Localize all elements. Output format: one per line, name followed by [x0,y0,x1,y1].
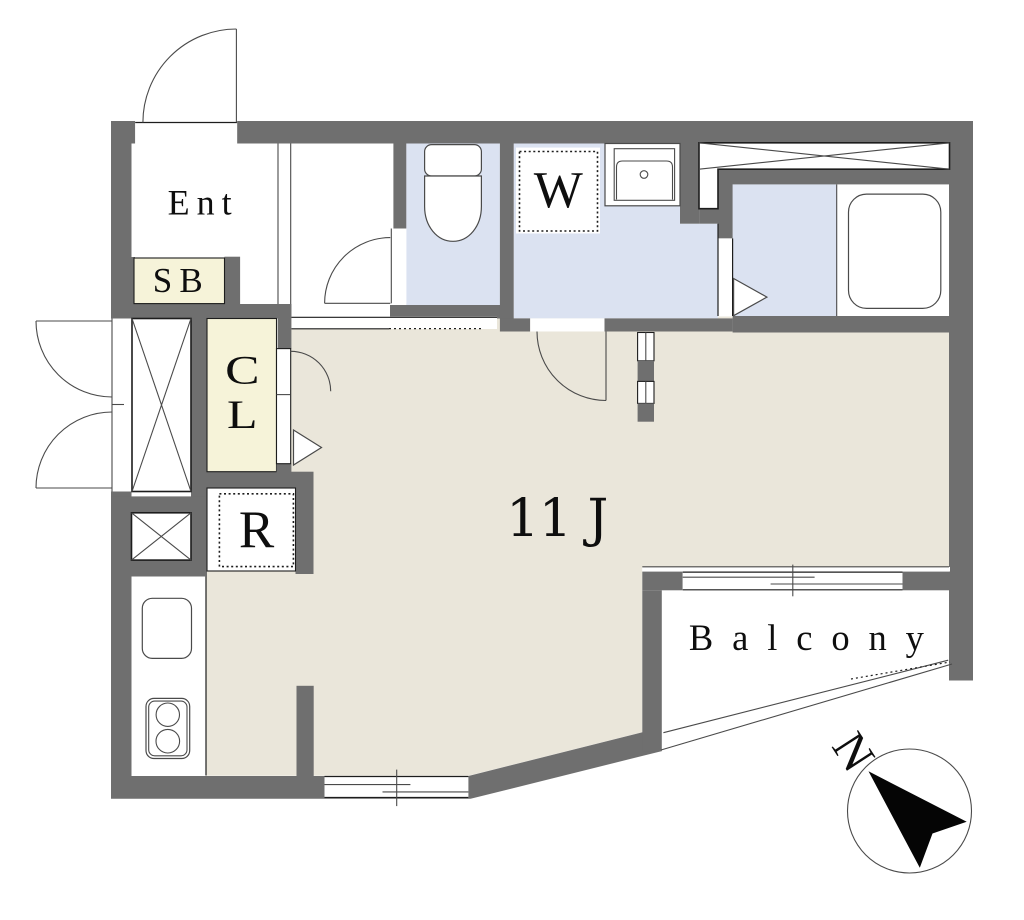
wall-left-of-shoebox [131,257,135,304]
closet: C L [206,304,332,473]
shoe-box: SB [133,257,226,305]
compass-north-label: N [822,723,885,781]
vanity-basin [615,160,674,200]
pipe-shaft-line-2 [131,512,192,561]
wall-balcony-jamb-left [642,571,683,591]
partition-stub [637,331,655,422]
wall-bottom [111,732,662,799]
main-room-label: 11 J [506,489,608,549]
refrigerator-space-rect-1 [206,487,297,572]
bath-folding-door [733,277,769,317]
wall-left-upper [111,143,132,319]
balcony-label: Balcony [689,617,925,658]
closet-tab-wall [277,304,292,349]
bath-storage-over [698,142,951,210]
stove-burner-2 [155,728,181,754]
entrance-label: Ent [168,182,232,222]
toilet-tank [424,144,483,177]
refrigerator-space: R [206,487,297,572]
partition-stub-rect-4 [637,403,654,422]
window-bottom [324,769,469,807]
bath-door-threshold [718,238,733,316]
wall-sb-side [224,256,241,305]
storage-door-arc-top [35,320,113,398]
bath-storage-over-line-2 [698,142,950,170]
wall-right [949,143,973,681]
wall-vanity-foot [699,208,718,224]
shoe-box-rect-1 [133,257,226,305]
wall-below-bath [732,316,949,333]
closet-label-top: C [225,348,259,392]
wall-toilet-washroom [499,143,514,332]
wall-below-bath-storage [718,169,951,185]
kitchen-stove [145,697,191,760]
washing-machine-label: W [534,162,583,219]
vanity-sink [604,142,681,207]
balcony-rail-outer [660,663,953,751]
wall-toilet-left [393,143,407,229]
closet-folding-door [292,428,323,467]
wall-below-washroom-right [604,318,733,332]
wall-top-left [111,121,136,144]
kitchen-stove-rect-1 [145,697,191,760]
window-balcony [642,564,949,597]
refrigerator-space-rect-2 [218,492,295,568]
toilet-door-threshold [391,228,407,304]
stove-burner-1 [155,702,181,727]
window-sill-strip [642,567,950,572]
vanity-sink-rect-2 [613,148,676,201]
wall-balcony-left [642,590,662,752]
bathtub [847,193,942,310]
washroom-door-arc [536,331,607,402]
wall-balcony-jamb-right [902,571,950,591]
wall-top [237,121,974,144]
wall-below-closet [191,471,314,488]
entry-door-arc [142,28,237,123]
toilet-bowl [424,175,482,242]
balcony: Balcony [660,617,953,751]
storage-door-arc-bottom [35,411,113,489]
toilet [424,144,483,242]
closet-rect-1 [206,317,278,473]
closet-label-bottom: L [227,393,258,437]
wall-right-of-fridge [295,473,314,574]
toilet-door-arc [324,237,391,304]
wall-kitchen-stub [296,685,314,776]
hall-threshold [291,316,497,329]
main-room-floor [205,316,951,776]
washing-machine-space: W [516,147,600,234]
balcony-boundary-dotted [850,661,951,680]
refrigerator-label: R [239,501,275,559]
wall-vanity-side [680,143,700,224]
wall-below-toilet [390,305,500,319]
wall-left-lower [111,491,132,776]
kitchen-stove-rect-2 [148,700,188,757]
wall-below-ps [111,560,205,577]
vanity-faucet [639,170,649,179]
entry-threshold [135,121,238,144]
wall-right-of-shaft [191,318,207,577]
compass: N [822,723,973,874]
compass-arrow [868,771,967,868]
wall-below-washroom-left [500,318,531,332]
closet-door-arc [290,350,332,392]
exterior-storage-line-2 [131,318,192,492]
kitchen-sink [141,597,193,659]
closet-strip-foot-wall [276,463,292,473]
kitchen-counter [131,576,207,776]
pipe-shaft [130,511,192,561]
wall-below-entrance [111,304,292,319]
partition-stub-rect-2 [637,360,654,382]
washroom-door-threshold [530,318,605,332]
compass-circle [846,748,973,874]
wall-above-ps [111,496,205,513]
closet-door-strip [275,348,292,465]
wall-bath-door-side [718,169,733,239]
exterior-storage [35,317,192,493]
balcony-rail-inner [663,659,949,734]
vanity-sink-rect-1 [604,142,681,207]
washing-machine-space-rect-1 [516,147,600,234]
